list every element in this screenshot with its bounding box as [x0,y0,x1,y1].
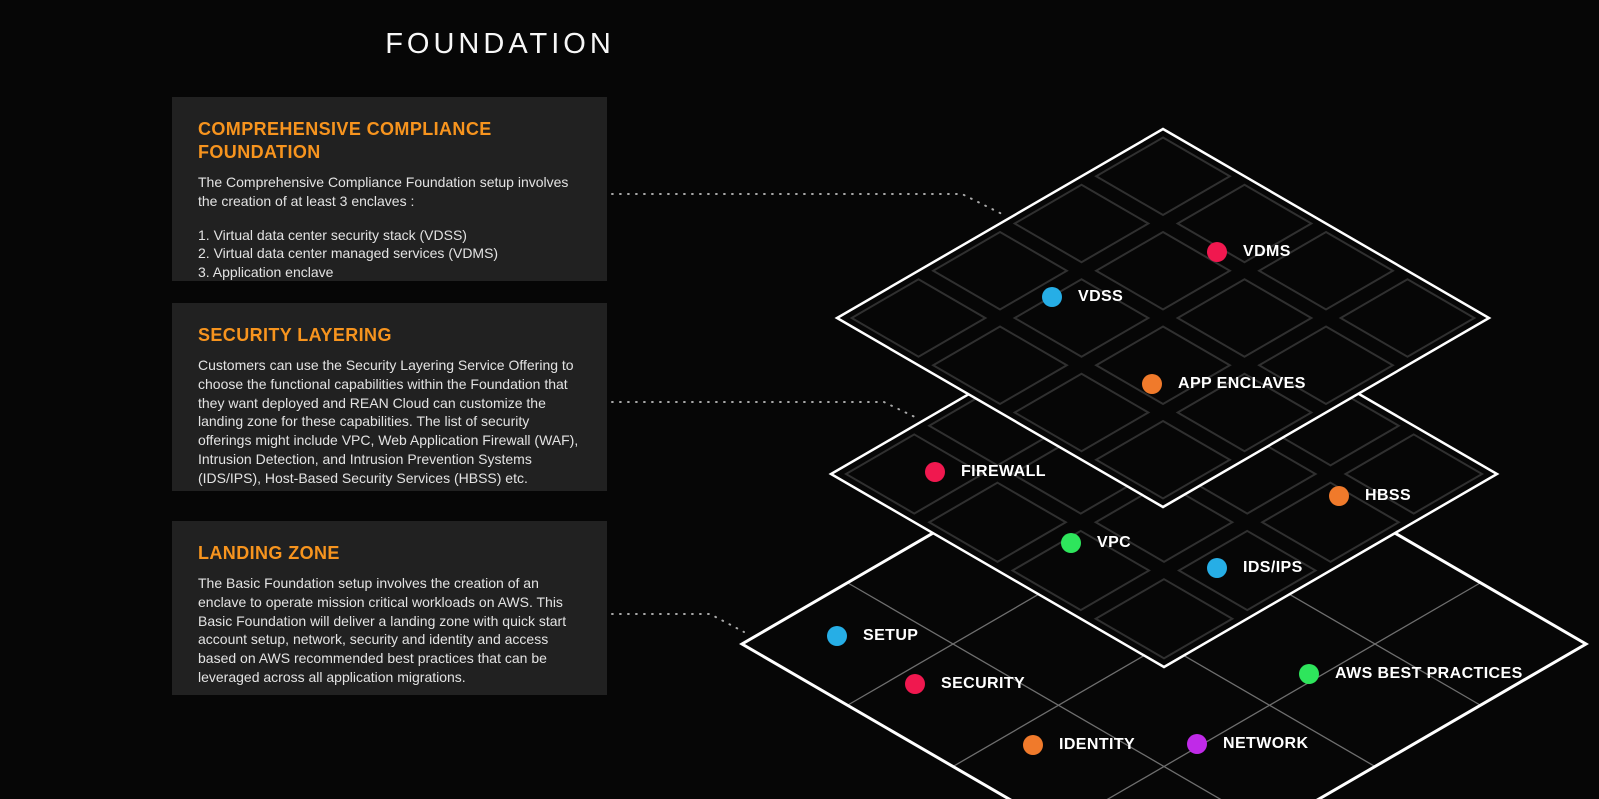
node-label: VDMS [1243,243,1291,260]
page-title: FOUNDATION [385,28,615,60]
tile [1094,419,1232,500]
box-title: SECURITY LAYERING [198,325,392,345]
identity-dot-icon [1023,735,1043,755]
tile [849,278,988,358]
app-enclaves-dot-icon [1142,374,1162,394]
diagram-node-hbss: HBSS [1329,486,1411,506]
grid-line [1106,582,1481,799]
tile [1010,529,1152,612]
node-label: IDS/IPS [1243,559,1303,576]
tile [1175,278,1314,358]
node-label: FIREWALL [961,463,1046,480]
tile [1257,325,1395,406]
ids-ips-dot-icon [1207,558,1227,578]
node-label: NETWORK [1223,735,1309,752]
tile [1093,481,1235,563]
tile [1343,433,1485,515]
list-item: 1. Virtual data center security stack (V… [198,226,467,243]
info-box-comprehensive-compliance: COMPREHENSIVE COMPLIANCE FOUNDATION The … [172,97,607,281]
node-label: VDSS [1078,288,1124,305]
info-box-security-layering: SECURITY LAYERING Customers can use the … [172,303,607,491]
diagram-node-vdms: VDMS [1207,242,1291,262]
list-item: 3. Application enclave [198,264,334,281]
tile [1257,230,1395,311]
tile [1012,372,1151,453]
diagram-node-aws-best-practices: AWS BEST PRACTICES [1299,664,1523,684]
node-label: SETUP [863,627,919,644]
tile [1176,529,1318,612]
firewall-dot-icon [925,462,945,482]
diagram-node-security: SECURITY [905,674,1025,694]
node-label: HBSS [1365,487,1412,504]
tile [1094,230,1232,311]
tile [1338,278,1477,358]
tile [931,230,1069,311]
diagram-node-firewall: FIREWALL [925,462,1046,482]
info-box-landing-zone: LANDING ZONE The Basic Foundation setup … [172,521,607,695]
connector-dotted-2 [611,401,920,420]
box-title: LANDING ZONE [198,543,340,563]
tile [927,481,1068,563]
diagram-node-vpc: VPC [1061,533,1131,553]
connector-dotted-1 [611,193,1007,217]
node-label: IDENTITY [1059,736,1136,753]
vdms-dot-icon [1207,242,1227,262]
node-label: VPC [1097,534,1132,551]
box-body-text: Customers can use the Security Layering … [198,357,579,486]
diagram-node-ids-ips: IDS/IPS [1207,558,1303,578]
tile [1093,578,1235,660]
diagram-node-vdss: VDSS [1042,287,1123,307]
box-title: COMPREHENSIVE COMPLIANCE FOUNDATION [198,119,492,163]
node-label: AWS BEST PRACTICES [1335,665,1523,682]
diagram-node-setup: SETUP [827,626,918,646]
tile [1012,278,1151,358]
aws-best-practices-dot-icon [1299,664,1319,684]
tile [1175,183,1314,264]
tile [1260,481,1401,563]
enclave-list: 1. Virtual data center security stack (V… [198,226,583,281]
tile [1094,136,1232,217]
connector-dotted-3 [611,613,745,633]
diagram-node-app-enclaves: APP ENCLAVES [1142,374,1306,394]
diagram-node-network: NETWORK [1187,734,1308,754]
top-layer-comprehensive-compliance [834,127,1492,509]
tile [1094,325,1232,406]
vdss-dot-icon [1042,287,1062,307]
node-label: APP ENCLAVES [1178,375,1306,392]
tile [1012,183,1151,264]
list-item: 2. Virtual data center managed services … [198,245,499,262]
vpc-dot-icon [1061,533,1081,553]
box-body-text: The Comprehensive Compliance Foundation … [198,174,569,209]
layer-border [739,397,1589,799]
security-dot-icon [905,674,925,694]
layer-border [828,279,1500,669]
layer-border [834,127,1492,509]
box-body-text: The Basic Foundation setup involves the … [198,575,567,685]
tile [931,325,1069,406]
setup-dot-icon [827,626,847,646]
tile [1175,372,1314,453]
hbss-dot-icon [1329,486,1349,506]
node-label: SECURITY [941,675,1026,692]
diagram-node-identity: IDENTITY [1023,735,1135,755]
tile [843,433,985,515]
network-dot-icon [1187,734,1207,754]
grid-line [847,582,1222,799]
